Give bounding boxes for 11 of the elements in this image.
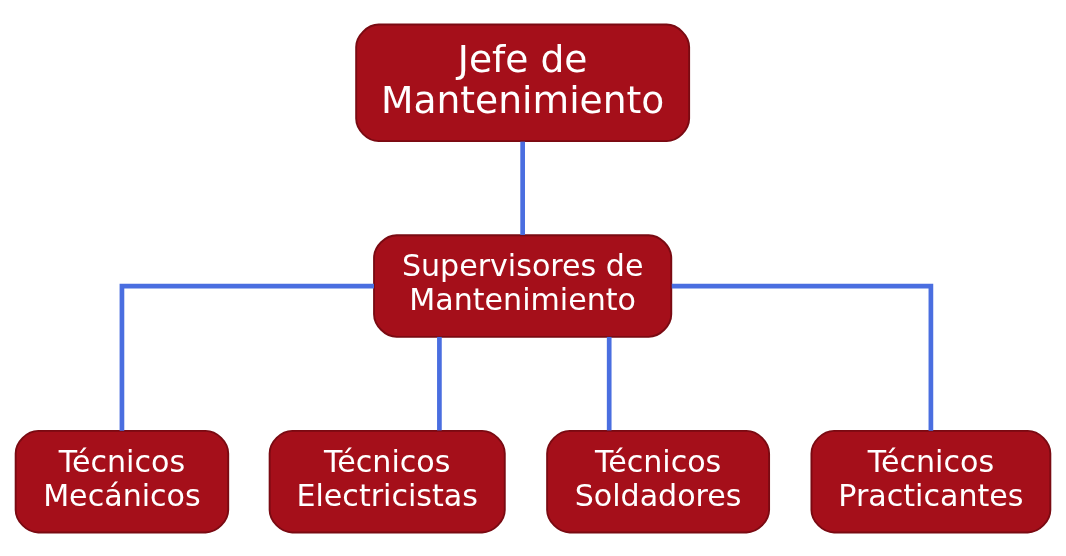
connector: [119, 283, 374, 431]
connector: [606, 336, 612, 430]
node-box: Técnicos Practicantes: [810, 429, 1052, 533]
node-box: Supervisores de Mantenimiento: [373, 233, 673, 338]
node-box: Técnicos Soldadores: [546, 429, 771, 533]
connector: [671, 283, 934, 431]
connector: [520, 141, 525, 235]
connector: [437, 336, 442, 430]
node-box: Jefe de Mantenimiento: [355, 23, 691, 142]
node-box: Técnicos Mecánicos: [14, 429, 230, 533]
node-box: Técnicos Electricistas: [268, 429, 506, 533]
